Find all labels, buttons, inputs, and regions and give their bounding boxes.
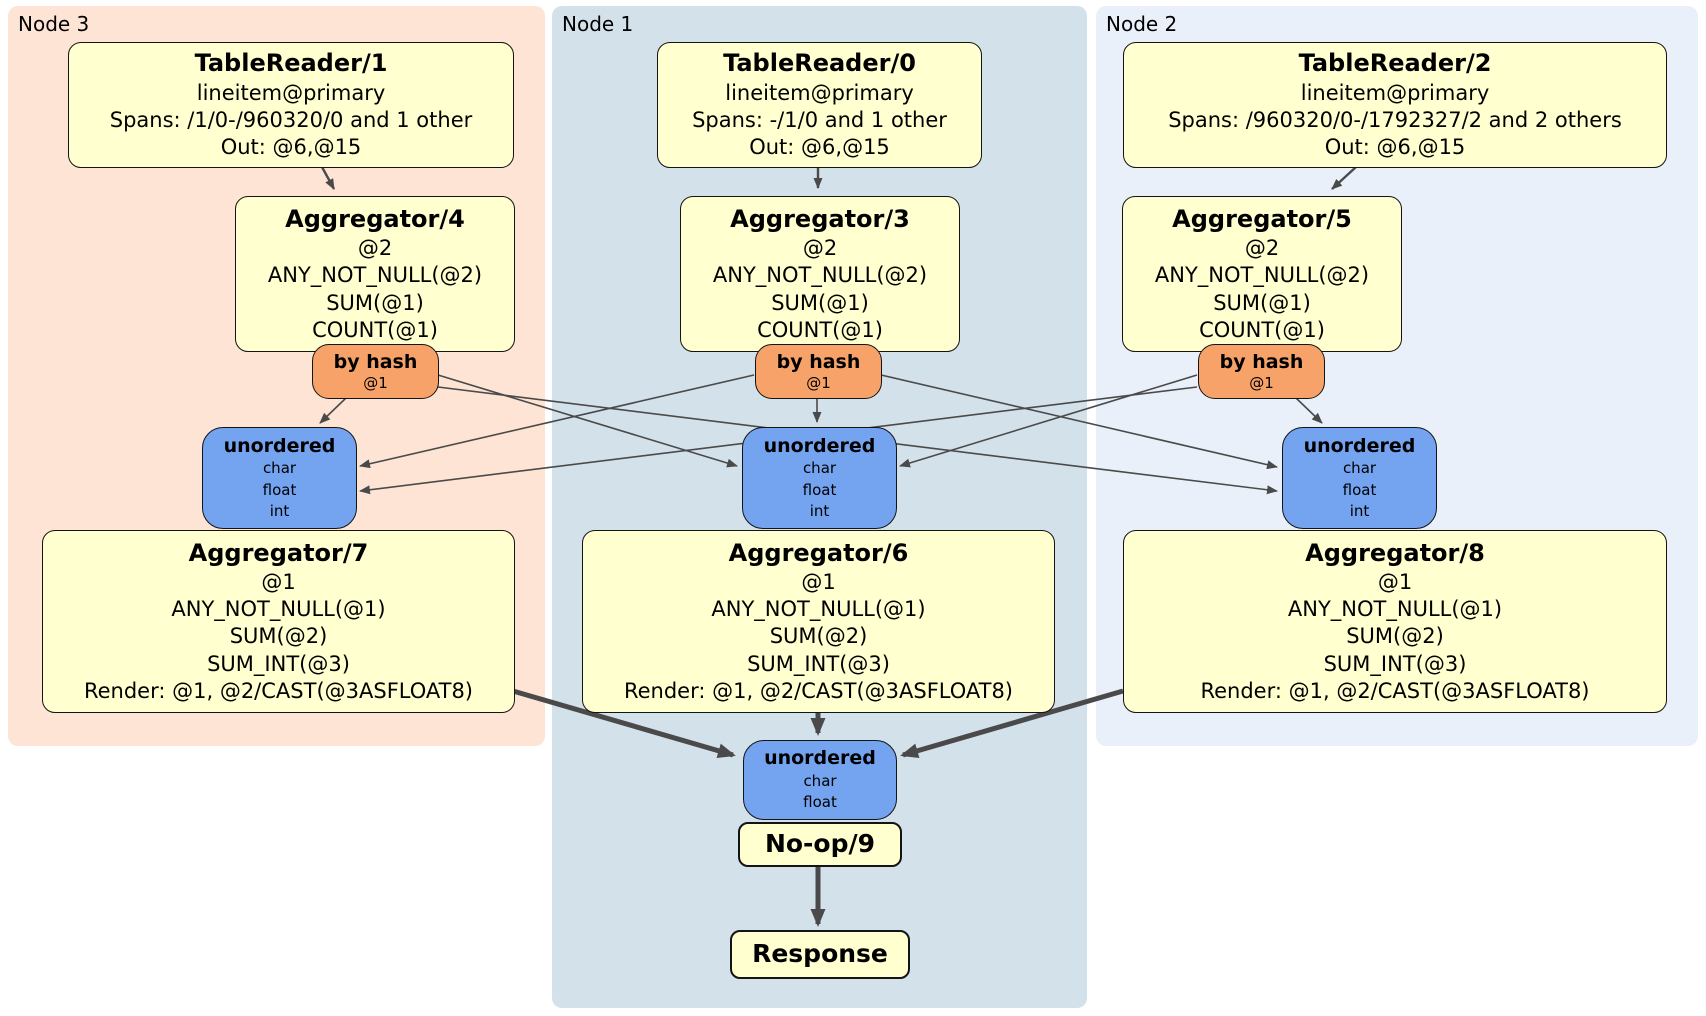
processor-detail: SUM_INT(@3) [747, 651, 890, 676]
processor-detail: SUM_INT(@3) [207, 651, 350, 676]
hash-router-key: @1 [1249, 373, 1274, 392]
processor-detail: @1 [801, 569, 836, 594]
processor-title: Response [752, 939, 888, 969]
processor-detail: @2 [357, 236, 393, 260]
processor-detail: ANY_NOT_NULL(@2) [267, 263, 483, 288]
response-box: Response [730, 930, 910, 979]
processor-detail: lineitem@primary [725, 80, 914, 105]
unordered-sync-node1: unordered char float int [742, 427, 897, 529]
processor-title: TableReader/1 [194, 49, 388, 78]
aggregator-6-box: Aggregator/6 @1 ANY_NOT_NULL(@1) SUM(@2)… [582, 530, 1055, 713]
processor-detail: COUNT(@1) [1199, 317, 1325, 342]
sync-col: int [1349, 501, 1370, 520]
processor-detail: @2 [802, 236, 838, 260]
processor-title: Aggregator/6 [728, 538, 909, 567]
processor-detail: SUM(@1) [1213, 290, 1311, 315]
sync-col: char [803, 772, 837, 791]
tablereader-1-box: TableReader/1 lineitem@primary Spans: /1… [68, 42, 514, 168]
hash-router-title: by hash [776, 350, 861, 373]
processor-detail: Render: @1, @2/CAST(@3ASFLOAT8) [1200, 679, 1590, 704]
unordered-sync-node3: unordered char float int [202, 427, 357, 529]
processor-detail: Spans: /1/0-/960320/0 and 1 other [109, 107, 473, 132]
processor-detail: ANY_NOT_NULL(@1) [711, 597, 926, 622]
sync-col: char [802, 459, 837, 478]
sync-col: char [262, 459, 297, 478]
sync-col: int [269, 501, 290, 520]
processor-detail: SUM(@1) [326, 290, 424, 315]
sync-col: float [803, 793, 837, 812]
unordered-sync-final: unordered char float [743, 740, 897, 820]
tablereader-2-box: TableReader/2 lineitem@primary Spans: /9… [1123, 42, 1667, 168]
sync-col: float [1342, 480, 1377, 499]
processor-detail: lineitem@primary [1300, 80, 1490, 105]
processor-detail: Out: @6,@15 [1324, 135, 1466, 160]
processor-title: No-op/9 [764, 829, 876, 859]
processor-detail: Render: @1, @2/CAST(@3ASFLOAT8) [623, 679, 1014, 704]
edge-hash1-sync2 [880, 374, 1278, 470]
hash-router-node1: by hash @1 [755, 344, 882, 399]
edge-tr1-agg4 [320, 166, 336, 190]
sync-title: unordered [764, 747, 876, 770]
aggregator-3-box: Aggregator/3 @2 ANY_NOT_NULL(@2) SUM(@1)… [680, 196, 960, 352]
processor-detail: SUM(@2) [769, 624, 868, 649]
hash-router-node3: by hash @1 [312, 344, 439, 399]
processor-detail: SUM(@2) [1346, 624, 1444, 649]
processor-title: Aggregator/4 [285, 204, 465, 233]
aggregator-8-box: Aggregator/8 @1 ANY_NOT_NULL(@1) SUM(@2)… [1123, 530, 1667, 713]
edge-hash3-sync3 [319, 397, 347, 424]
processor-detail: Render: @1, @2/CAST(@3ASFLOAT8) [83, 679, 474, 704]
hash-router-key: @1 [363, 373, 388, 392]
sync-title: unordered [1303, 434, 1416, 457]
aggregator-7-box: Aggregator/7 @1 ANY_NOT_NULL(@1) SUM(@2)… [42, 530, 515, 713]
processor-detail: COUNT(@1) [312, 317, 438, 342]
processor-detail: SUM_INT(@3) [1323, 651, 1467, 676]
processor-title: Aggregator/3 [730, 204, 910, 233]
processor-title: Aggregator/8 [1305, 538, 1485, 567]
node-3-label: Node 3 [18, 12, 90, 36]
processor-detail: Out: @6,@15 [220, 135, 362, 160]
processor-detail: ANY_NOT_NULL(@1) [171, 597, 386, 622]
node-2-label: Node 2 [1106, 12, 1178, 36]
processor-detail: Spans: -/1/0 and 1 other [692, 107, 947, 132]
processor-detail: Spans: /960320/0-/1792327/2 and 2 others [1168, 107, 1622, 132]
sync-col: int [809, 501, 830, 520]
processor-detail: ANY_NOT_NULL(@1) [1287, 597, 1503, 622]
hash-router-node2: by hash @1 [1198, 344, 1325, 399]
edge-hash1-sync3 [359, 374, 755, 469]
edge-hash2-sync2 [1295, 397, 1323, 424]
edge-agg8-finalsync [900, 688, 1124, 759]
processor-title: Aggregator/5 [1172, 204, 1352, 233]
hash-router-key: @1 [806, 373, 831, 392]
sync-title: unordered [223, 434, 336, 457]
processor-detail: COUNT(@1) [757, 317, 883, 342]
unordered-sync-node2: unordered char float int [1282, 427, 1437, 529]
processor-detail: @1 [1377, 569, 1413, 594]
aggregator-4-box: Aggregator/4 @2 ANY_NOT_NULL(@2) SUM(@1)… [235, 196, 515, 352]
edge-tr2-agg5 [1331, 166, 1357, 190]
node-1-label: Node 1 [562, 12, 634, 36]
tablereader-0-box: TableReader/0 lineitem@primary Spans: -/… [657, 42, 982, 168]
noop-box: No-op/9 [738, 822, 902, 867]
processor-detail: @1 [261, 569, 296, 594]
aggregator-5-box: Aggregator/5 @2 ANY_NOT_NULL(@2) SUM(@1)… [1122, 196, 1402, 352]
processor-detail: @2 [1244, 236, 1280, 260]
hash-router-title: by hash [333, 350, 418, 373]
processor-detail: ANY_NOT_NULL(@2) [712, 263, 928, 288]
processor-detail: SUM(@2) [229, 624, 328, 649]
hash-router-title: by hash [1219, 350, 1304, 373]
edge-hash2-sync1 [899, 374, 1198, 468]
sync-col: float [262, 480, 297, 499]
processor-detail: lineitem@primary [196, 80, 386, 105]
sync-title: unordered [763, 434, 876, 457]
sync-col: char [1342, 459, 1377, 478]
processor-detail: SUM(@1) [771, 290, 869, 315]
processor-title: TableReader/2 [1298, 49, 1492, 78]
processor-title: TableReader/0 [723, 49, 916, 78]
processor-detail: Out: @6,@15 [749, 135, 890, 160]
processor-detail: ANY_NOT_NULL(@2) [1154, 263, 1370, 288]
sync-col: float [802, 480, 837, 499]
edge-agg7-finalsync [512, 688, 736, 759]
processor-title: Aggregator/7 [188, 538, 369, 567]
